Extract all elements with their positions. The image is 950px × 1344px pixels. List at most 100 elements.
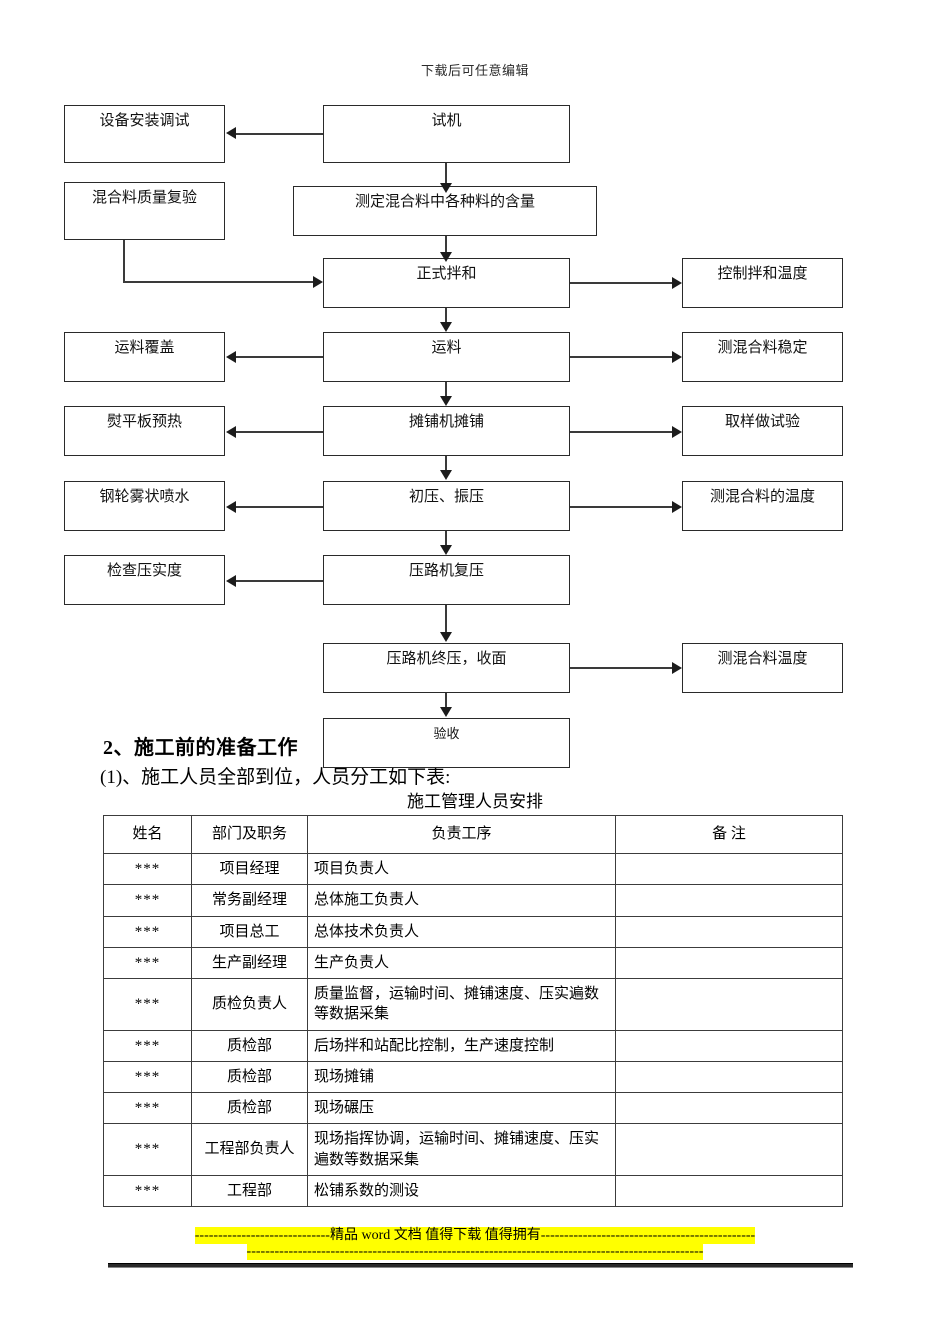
table-row: ***常务副经理总体施工负责人 xyxy=(103,884,843,917)
footer-dashes-right: ----------------------------------------… xyxy=(540,1228,756,1243)
cell-duty: 现场碾压 xyxy=(307,1091,616,1125)
footer-dashes-second: ----------------------------------------… xyxy=(246,1243,704,1260)
cell-dept: 质检负责人 xyxy=(191,978,308,1031)
cell-remark xyxy=(615,1174,843,1208)
table-row: ***质检负责人质量监督，运输时间、摊铺速度、压实遍数等数据采集 xyxy=(103,978,843,1031)
flow-node-roller-final-press: 压路机终压，收面 xyxy=(323,643,570,693)
flow-node-haul-cover: 运料覆盖 xyxy=(64,332,225,382)
flow-node-measure-mix-temp-a: 测混合料的温度 xyxy=(682,481,843,531)
edge-press-to-repress xyxy=(445,531,447,549)
edge-trial-to-equip xyxy=(236,133,323,135)
arrowhead-trial-to-measure xyxy=(440,183,452,193)
cell-duty: 松铺系数的测设 xyxy=(307,1174,616,1208)
arrowhead-paving-to-sampling xyxy=(672,426,682,438)
cell-name: *** xyxy=(103,852,192,886)
cell-duty: 后场拌和站配比控制，生产速度控制 xyxy=(307,1029,616,1062)
cell-dept: 项目经理 xyxy=(191,852,308,886)
table-row: ***工程部松铺系数的测设 xyxy=(103,1174,843,1208)
edge-paving-to-initial-press xyxy=(445,456,447,474)
flow-node-trial-run: 试机 xyxy=(323,105,570,163)
section-paragraph-1: (1)、施工人员全部到位，人员分工如下表: xyxy=(100,767,451,788)
table-caption: 施工管理人员安排 xyxy=(407,792,543,811)
edge-trial-to-measure xyxy=(445,163,447,187)
cell-dept: 工程部负责人 xyxy=(191,1123,308,1176)
cell-duty: 项目负责人 xyxy=(307,852,616,886)
flow-node-formal-mixing: 正式拌和 xyxy=(323,258,570,308)
arrowhead-hauling-to-paving xyxy=(440,396,452,406)
edge-recheck-to-mixing xyxy=(123,281,313,283)
flow-node-control-mix-temp: 控制拌和温度 xyxy=(682,258,843,308)
flow-node-paver-paving: 摊铺机摊铺 xyxy=(323,406,570,456)
cell-remark xyxy=(615,1091,843,1125)
arrowhead-mixing-to-hauling xyxy=(440,322,452,332)
table-header-dept: 部门及职务 xyxy=(191,815,308,854)
edge-paving-to-sampling xyxy=(570,431,672,433)
flow-node-mix-quality-recheck: 混合料质量复验 xyxy=(64,182,225,240)
cell-duty: 总体技术负责人 xyxy=(307,915,616,948)
cell-remark xyxy=(615,1029,843,1062)
cell-duty: 质量监督，运输时间、摊铺速度、压实遍数等数据采集 xyxy=(307,978,616,1031)
arrowhead-hauling-to-stability xyxy=(672,351,682,363)
cell-name: *** xyxy=(103,1123,192,1176)
table-row: ***项目经理项目负责人 xyxy=(103,852,843,886)
cell-remark xyxy=(615,1060,843,1094)
arrowhead-repress-to-check xyxy=(226,575,236,587)
arrowhead-paving-to-initial-press xyxy=(440,470,452,480)
cell-name: *** xyxy=(103,1091,192,1125)
edge-final-to-temp-b xyxy=(570,667,672,669)
edge-mixing-to-temp xyxy=(570,282,672,284)
cell-name: *** xyxy=(103,915,192,948)
arrowhead-press-to-repress xyxy=(440,545,452,555)
edge-measure-to-mixing xyxy=(445,236,447,258)
table-header-remark: 备 注 xyxy=(615,815,843,854)
table-row: ***生产副经理生产负责人 xyxy=(103,946,843,980)
cell-name: *** xyxy=(103,884,192,917)
cell-duty: 现场指挥协调，运输时间、摊铺速度、压实遍数等数据采集 xyxy=(307,1123,616,1176)
page-header: 下载后可任意编辑 xyxy=(420,63,529,78)
edge-recheck-drop xyxy=(123,240,125,283)
cell-dept: 质检部 xyxy=(191,1091,308,1125)
cell-remark xyxy=(615,978,843,1031)
edge-hauling-to-cover xyxy=(236,356,323,358)
promo-footer: -----------------------------精品 word 文档 … xyxy=(0,1224,950,1260)
flow-node-roller-repress: 压路机复压 xyxy=(323,555,570,605)
edge-press-to-spray xyxy=(236,506,323,508)
flow-node-equip-install: 设备安装调试 xyxy=(64,105,225,163)
table-header-duty: 负责工序 xyxy=(307,815,616,854)
cell-dept: 项目总工 xyxy=(191,915,308,948)
edge-hauling-to-paving xyxy=(445,382,447,400)
arrowhead-measure-to-mixing xyxy=(440,252,452,262)
table-header-name: 姓名 xyxy=(103,815,192,854)
table-row: ***质检部后场拌和站配比控制，生产速度控制 xyxy=(103,1029,843,1062)
edge-repress-to-check xyxy=(236,580,323,582)
cell-remark xyxy=(615,946,843,980)
edge-paving-to-preheat xyxy=(236,431,323,433)
flow-node-measure-mix-temp-b: 测混合料温度 xyxy=(682,643,843,693)
flow-node-sampling-test: 取样做试验 xyxy=(682,406,843,456)
table-header-row: 姓名 部门及职务 负责工序 备 注 xyxy=(103,815,843,854)
cell-name: *** xyxy=(103,946,192,980)
cell-name: *** xyxy=(103,1060,192,1094)
cell-dept: 质检部 xyxy=(191,1060,308,1094)
arrowhead-final-to-temp-b xyxy=(672,662,682,674)
cell-remark xyxy=(615,852,843,886)
flow-node-initial-vibration-press: 初压、振压 xyxy=(323,481,570,531)
cell-name: *** xyxy=(103,1029,192,1062)
edge-press-to-temp-a xyxy=(570,506,672,508)
edge-mixing-to-hauling xyxy=(445,308,447,326)
cell-dept: 生产副经理 xyxy=(191,946,308,980)
cell-dept: 常务副经理 xyxy=(191,884,308,917)
arrowhead-mixing-to-temp xyxy=(672,277,682,289)
footer-separator-rule xyxy=(108,1263,853,1268)
cell-remark xyxy=(615,915,843,948)
staff-assignment-table: 姓名 部门及职务 负责工序 备 注 ***项目经理项目负责人***常务副经理总体… xyxy=(103,815,843,1208)
construction-process-flowchart: 设备安装调试 试机 混合料质量复验 测定混合料中各种料的含量 正式拌和 控制拌和… xyxy=(64,105,843,768)
arrowhead-press-to-temp-a xyxy=(672,501,682,513)
arrowhead-recheck-to-mixing xyxy=(313,276,323,288)
cell-duty: 生产负责人 xyxy=(307,946,616,980)
section-heading-2: 2、施工前的准备工作 xyxy=(103,737,298,759)
flow-node-measure-content: 测定混合料中各种料的含量 xyxy=(293,186,597,236)
cell-duty: 现场摊铺 xyxy=(307,1060,616,1094)
cell-name: *** xyxy=(103,1174,192,1208)
